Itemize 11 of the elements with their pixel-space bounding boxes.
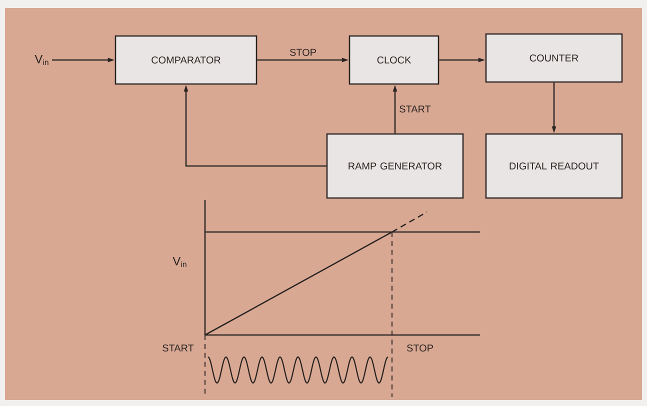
edge-label: START	[398, 104, 432, 114]
block-box: DIGITAL READOUT	[485, 133, 623, 199]
block-box: COMPARATOR	[114, 35, 258, 85]
block-box: COUNTER	[485, 33, 623, 83]
block-box: RAMP GENERATOR	[326, 133, 464, 199]
edge-label: STOP	[288, 47, 318, 58]
block-box: CLOCK	[348, 35, 440, 85]
input-label: V$_{in}$	[34, 55, 48, 66]
axis-label: V$_{in}$	[172, 257, 186, 268]
axis-label: START	[162, 344, 194, 352]
axis-label: STOP	[406, 344, 433, 352]
